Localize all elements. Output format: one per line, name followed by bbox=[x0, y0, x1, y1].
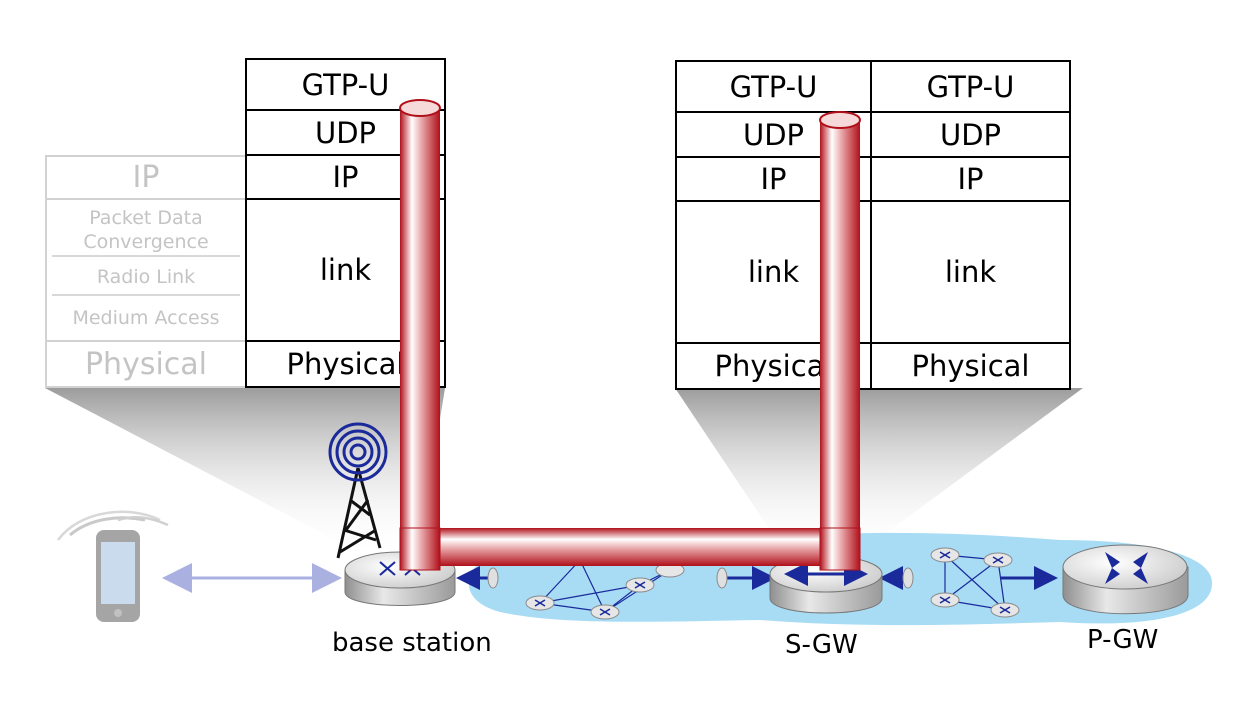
ue-mac-label: Medium Access bbox=[52, 298, 240, 338]
sgw-left-gtpu-cell: GTP-U bbox=[675, 60, 872, 113]
tunnel-right-joint bbox=[819, 527, 861, 571]
ue-ip-cell: IP bbox=[45, 155, 247, 200]
bs-gtpu-cell: GTP-U bbox=[245, 58, 446, 111]
tunnel-right-pipe bbox=[820, 120, 860, 570]
tunnel-left-joint bbox=[399, 527, 441, 571]
ue-pdc-label: Packet Data Convergence bbox=[52, 205, 240, 257]
ue-rlc-label: Radio Link bbox=[52, 260, 240, 296]
pgw-router-icon bbox=[1062, 544, 1189, 615]
tunnel-horizontal-pipe bbox=[420, 528, 845, 566]
interface-ports bbox=[487, 567, 914, 589]
smartphone-icon bbox=[56, 510, 169, 622]
tunnel-left-opening bbox=[399, 99, 441, 117]
sgw-label: S-GW bbox=[785, 630, 858, 660]
tunnel-right-opening bbox=[819, 111, 861, 129]
sgw-callout-cone bbox=[675, 388, 1083, 557]
sgw-right-physical-cell: Physical bbox=[870, 342, 1071, 390]
mesh-router-marks bbox=[534, 551, 1011, 616]
sgw-right-gtpu-cell: GTP-U bbox=[870, 60, 1071, 113]
pgw-label: P-GW bbox=[1087, 625, 1159, 655]
bs-callout-cone bbox=[45, 388, 445, 557]
tunnel-left-pipe bbox=[400, 108, 440, 570]
sgw-right-ip-cell: IP bbox=[870, 156, 1071, 202]
sgw-right-link-cell: link bbox=[870, 200, 1071, 344]
base-station-label: base station bbox=[332, 628, 492, 658]
sgw-right-udp-cell: UDP bbox=[870, 111, 1071, 158]
